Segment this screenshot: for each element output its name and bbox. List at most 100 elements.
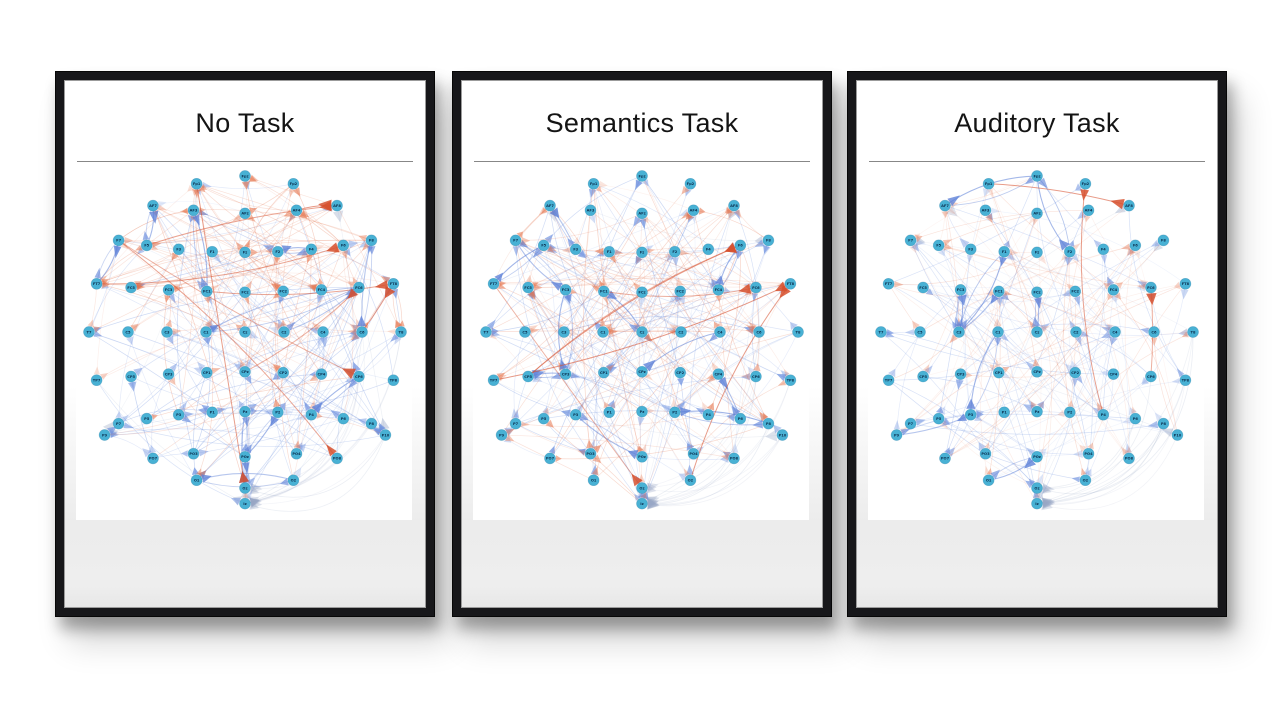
svg-text:C3: C3 <box>561 330 567 334</box>
svg-text:F1: F1 <box>1002 250 1007 254</box>
svg-text:TP8: TP8 <box>390 379 398 383</box>
svg-text:F7: F7 <box>908 239 913 243</box>
svg-text:CP5: CP5 <box>919 375 927 379</box>
svg-text:Fp2: Fp2 <box>1082 182 1090 186</box>
svg-text:P6: P6 <box>738 417 744 421</box>
svg-text:TP7: TP7 <box>490 379 498 383</box>
svg-text:O1: O1 <box>986 479 992 483</box>
svg-text:F8: F8 <box>369 239 374 243</box>
svg-text:FCz: FCz <box>241 291 248 295</box>
svg-text:PO8: PO8 <box>730 457 739 461</box>
svg-text:F4: F4 <box>1101 248 1106 252</box>
svg-text:F8: F8 <box>766 239 771 243</box>
svg-text:TP8: TP8 <box>1182 379 1190 383</box>
svg-text:P1: P1 <box>1002 411 1008 415</box>
svg-text:F7: F7 <box>116 239 121 243</box>
svg-text:FC2: FC2 <box>279 290 287 294</box>
svg-text:PO7: PO7 <box>546 457 555 461</box>
svg-text:FC5: FC5 <box>524 286 532 290</box>
panel-title-no-task: No Task <box>195 108 295 138</box>
svg-text:CP5: CP5 <box>524 375 532 379</box>
svg-text:F4: F4 <box>706 248 711 252</box>
svg-text:FC4: FC4 <box>715 288 723 292</box>
svg-text:C3: C3 <box>164 330 170 334</box>
svg-text:CPz: CPz <box>638 370 645 374</box>
svg-text:AF4: AF4 <box>293 209 301 213</box>
svg-text:Fp1: Fp1 <box>985 182 993 186</box>
svg-text:T8: T8 <box>796 330 801 334</box>
svg-text:AF7: AF7 <box>546 204 554 208</box>
svg-text:C4: C4 <box>1112 330 1118 334</box>
svg-text:CP2: CP2 <box>1071 371 1079 375</box>
svg-text:C4: C4 <box>717 330 723 334</box>
svg-text:C1: C1 <box>600 330 606 334</box>
svg-text:PO7: PO7 <box>941 457 950 461</box>
svg-text:P5: P5 <box>144 417 150 421</box>
svg-text:O1: O1 <box>194 479 200 483</box>
svg-text:T7: T7 <box>879 330 884 334</box>
svg-text:P9: P9 <box>499 433 505 437</box>
svg-text:P7: P7 <box>908 422 914 426</box>
svg-text:FC3: FC3 <box>957 288 965 292</box>
svg-text:FCz: FCz <box>1033 291 1040 295</box>
svg-text:PO4: PO4 <box>292 452 301 456</box>
svg-text:C2: C2 <box>1073 330 1079 334</box>
svg-text:PO3: PO3 <box>586 452 595 456</box>
svg-text:F1: F1 <box>210 250 215 254</box>
svg-text:AF4: AF4 <box>1085 209 1093 213</box>
svg-text:FT8: FT8 <box>1182 282 1190 286</box>
svg-text:F1: F1 <box>607 250 612 254</box>
svg-text:F8: F8 <box>1161 239 1166 243</box>
svg-text:TP7: TP7 <box>93 379 101 383</box>
svg-text:T7: T7 <box>87 330 92 334</box>
svg-text:P4: P4 <box>1101 413 1107 417</box>
svg-text:P2: P2 <box>1067 411 1073 415</box>
svg-text:C2: C2 <box>678 330 684 334</box>
svg-text:F3: F3 <box>573 248 578 252</box>
panel-title-semantics-task: Semantics Task <box>545 108 739 138</box>
svg-text:P7: P7 <box>513 422 519 426</box>
svg-text:P5: P5 <box>936 417 942 421</box>
svg-text:PO4: PO4 <box>1084 452 1093 456</box>
svg-text:P6: P6 <box>1133 417 1139 421</box>
svg-text:TP8: TP8 <box>787 379 795 383</box>
svg-text:CP3: CP3 <box>957 372 965 376</box>
panel-title-auditory-task: Auditory Task <box>954 108 1120 138</box>
svg-text:F2: F2 <box>672 250 677 254</box>
svg-text:Fp2: Fp2 <box>290 182 298 186</box>
svg-text:FT7: FT7 <box>885 282 893 286</box>
svg-text:AF4: AF4 <box>690 209 698 213</box>
svg-text:CP1: CP1 <box>203 371 211 375</box>
svg-text:C4: C4 <box>320 330 326 334</box>
svg-text:F5: F5 <box>541 244 546 248</box>
svg-text:FC4: FC4 <box>1110 288 1118 292</box>
svg-text:C5: C5 <box>917 330 923 334</box>
svg-text:Fp2: Fp2 <box>687 182 695 186</box>
svg-text:Fp1: Fp1 <box>193 182 201 186</box>
svg-text:F2: F2 <box>275 250 280 254</box>
svg-text:C6: C6 <box>1151 330 1157 334</box>
svg-text:C6: C6 <box>359 330 365 334</box>
svg-text:P2: P2 <box>672 411 678 415</box>
svg-text:F6: F6 <box>738 244 743 248</box>
svg-text:P3: P3 <box>573 413 579 417</box>
svg-text:AF8: AF8 <box>730 204 738 208</box>
svg-text:C3: C3 <box>956 330 962 334</box>
svg-text:C5: C5 <box>522 330 528 334</box>
svg-text:CPz: CPz <box>1033 370 1040 374</box>
svg-text:AF7: AF7 <box>149 204 157 208</box>
svg-text:FC2: FC2 <box>1071 290 1079 294</box>
svg-text:CP4: CP4 <box>1110 372 1118 376</box>
svg-text:C5: C5 <box>125 330 131 334</box>
svg-text:Pz: Pz <box>1035 410 1040 414</box>
svg-text:AF3: AF3 <box>587 209 595 213</box>
svg-text:FC1: FC1 <box>203 290 211 294</box>
svg-text:AFz: AFz <box>638 212 645 216</box>
